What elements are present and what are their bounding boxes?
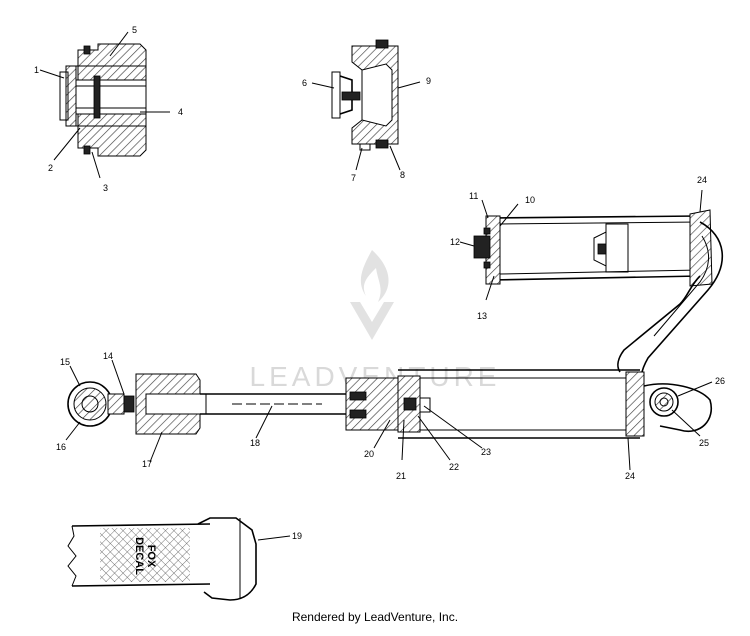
callout-24-lower: 24 [625,471,635,481]
callout-6: 6 [302,78,307,88]
callout-24-upper: 24 [697,175,707,185]
decal-label: FOX DECAL [133,537,157,575]
bushing-assembly [39,31,170,179]
callout-8: 8 [400,170,405,180]
callout-13: 13 [477,311,487,321]
callout-22: 22 [449,462,459,472]
callout-20: 20 [364,449,374,459]
flame-logo-icon [360,250,389,302]
footer-credit: Rendered by LeadVenture, Inc. [291,610,459,624]
callout-5: 5 [132,25,137,35]
v-logo-icon [350,302,394,340]
callout-12: 12 [450,237,460,247]
callout-21: 21 [396,471,406,481]
callout-9: 9 [426,76,431,86]
callout-7: 7 [351,173,356,183]
callout-26: 26 [715,376,725,386]
callout-15: 15 [60,357,70,367]
callout-25: 25 [699,438,709,448]
callout-1: 1 [34,65,39,75]
decal-text-fox: FOX [145,545,157,568]
callout-2: 2 [48,163,53,173]
callout-19: 19 [292,531,302,541]
fox-decal: FOX DECAL [67,517,291,601]
callout-16: 16 [56,442,66,452]
shock-body [65,359,713,471]
callout-14: 14 [103,351,113,361]
callout-3: 3 [103,183,108,193]
callout-18: 18 [250,438,260,448]
callout-11: 11 [469,191,478,201]
decal-text-decal: DECAL [133,537,145,575]
end-cap-assembly [311,39,421,171]
part-labels: 1 2 3 4 5 6 7 8 9 10 11 12 13 14 15 16 1… [34,25,725,541]
reservoir-assembly [459,189,713,301]
callout-10: 10 [525,195,535,205]
callout-4: 4 [178,107,183,117]
callout-23: 23 [481,447,491,457]
callout-17: 17 [142,459,152,469]
